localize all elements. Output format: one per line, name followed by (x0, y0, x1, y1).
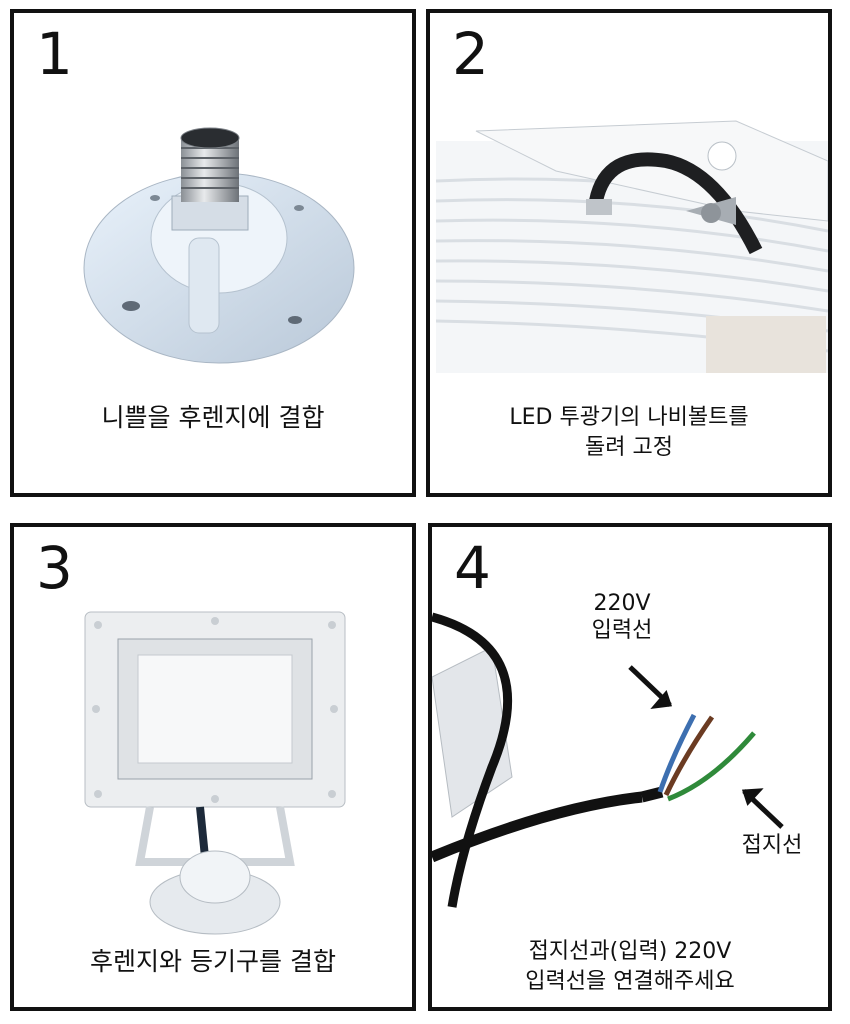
step-2-panel: 2 LED 투광기의 나비볼트를 돌려 고정 (426, 9, 832, 497)
wiring-cable-image (432, 612, 784, 908)
step-2-caption-line2: 돌려 고정 (585, 435, 673, 460)
step-3-panel: 3 후렌지와 등기구를 결합 (10, 523, 416, 1011)
input-wire-label-line2: 입력선 (591, 618, 653, 643)
step-1-panel: 1 니쁠을 후렌지에 결합 (10, 9, 416, 497)
floodlight-assembled-image (84, 611, 346, 935)
step-number: 4 (454, 534, 491, 602)
step-number: 3 (36, 534, 73, 602)
step-2-caption-line1: LED 투광기의 나비볼트를 (509, 405, 749, 430)
step-1-caption: 니쁠을 후렌지에 결합 (101, 403, 325, 432)
flange-with-nipple-image (83, 127, 355, 364)
ground-wire-label: 접지선 (741, 833, 803, 858)
step-number: 1 (36, 20, 73, 88)
step-4-panel: 4 220V 입력선 접지선 접지선과(입력) 220V 입력선을 연결해주세요 (428, 523, 832, 1011)
step-number: 2 (452, 20, 489, 88)
step-4-caption-line1: 접지선과(입력) 220V (528, 939, 732, 964)
step-3-caption: 후렌지와 등기구를 결합 (90, 947, 336, 976)
butterfly-bolt-closeup-image (436, 120, 828, 373)
step-4-caption-line2: 입력선을 연결해주세요 (525, 969, 735, 994)
input-wire-label-line1: 220V (593, 591, 651, 616)
